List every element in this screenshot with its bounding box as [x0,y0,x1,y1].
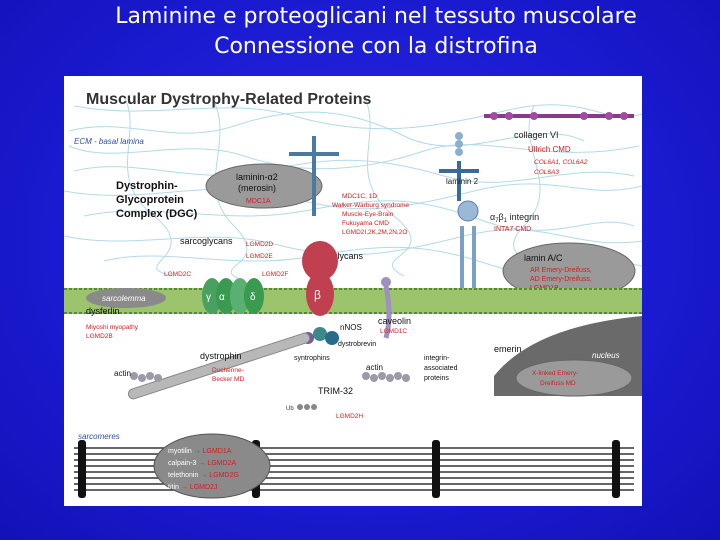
laminin-a2-bubble [205,163,323,209]
trim32-label: TRIM-32 [318,386,353,396]
collagen-vi-shape [484,112,634,120]
integrin-disease: INTA7 CMD [494,226,531,233]
dysferlin-label: dysferlin [86,306,120,316]
collagen-vi-label: collagen VI [514,130,559,140]
dgc-line-1: Dystrophin- [116,180,178,192]
sg-disease-f: LGMD2F [262,271,288,278]
laminin-2-label: laminin 2 [446,177,479,186]
ecm-label: ECM - basal lamina [74,137,144,146]
integrin-label: α7β1 integrin [490,212,539,224]
dystrophy-figure: Muscular Dystrophy-Related Proteins ECM … [64,76,642,506]
caveolin-label: caveolin [378,316,411,326]
dystrophin-label: dystrophin [200,351,242,361]
syntrophins-label: syntrophins [294,355,330,362]
dg-disease-2: Muscle-Eye-Brain [342,211,394,218]
sarcoglycan-complex [202,278,264,314]
collagen-disease: Ullrich CMD [528,145,571,154]
dystroglycan-complex [302,241,338,316]
actin-mid-label: actin [366,363,383,372]
xlinked-bubble [515,359,633,397]
dystrophin-disease-1: Duchenne- [212,367,244,374]
emerin-label: emerin [494,344,522,354]
dystrophin-disease-2: Becker MD [212,376,244,383]
caveolin-shape [381,277,392,339]
ubiquitin-chain [297,404,317,410]
figure-heading: Muscular Dystrophy-Related Proteins [86,91,372,108]
integrin-shape [457,200,479,301]
sarcolemma-label: sarcolemma [102,294,146,303]
dgc-line-3: Complex (DGC) [116,208,198,220]
actin-filament-left [130,372,162,382]
sarcomere-protein-3: titin → LGMD2J [168,484,217,491]
dystroglycan-diseases: MDC1C, 1D Walker-Warburg syndrome Muscle… [332,193,410,236]
sg-disease-c: LGMD2C [164,271,191,278]
lamin-disease-1: AR Emery-Dreifuss, [530,267,592,274]
integrin-assoc-2: associated [424,365,458,372]
ecm-basal-lamina-texture [64,95,642,282]
sarcomere-protein-1: calpain-3 → LGMD2A [168,460,236,467]
sarcomeres-label: sarcomeres [78,432,120,441]
integrin-assoc-1: integrin- [424,355,450,362]
dystrophin-rod [127,332,311,400]
dgc-line-2: Glycoprotein [116,194,184,206]
laminin-2-shape [439,132,479,201]
sarcomere-protein-2: telethonin → LGMD2G [168,472,239,479]
sg-gamma: γ [206,292,211,303]
sarcolemma-bubble [86,288,166,308]
nucleus-label: nucleus [592,351,620,360]
slide-title: Laminine e proteoglicani nel tessuto mus… [0,2,720,62]
collagen-genes-1: COL6A1, COL6A2 [534,159,588,166]
sg-disease-d: LGMD2D [246,241,273,248]
xlinked-2: Dreifuss MD [540,380,576,387]
sarcoglycans-label: sarcoglycans [180,236,233,246]
dg-disease-1: Walker-Warburg syndrome [332,202,410,209]
lamin-label: lamin A/C [524,253,563,263]
dg-disease-4: LGMD2I,2K,2M,2N,2O [342,229,407,236]
laminin-a2-disease: MDC1A [246,198,271,205]
dg-disease-0: MDC1C, 1D [342,193,377,200]
laminin-a2-name-2: (merosin) [238,183,276,193]
trim32-disease: LGMD2H [336,413,363,420]
sarcomere-protein-list: myotilin → LGMD1A calpain-3 → LGMD2A tel… [168,448,239,491]
sg-delta: δ [250,292,256,303]
trim32-ub: Ub [286,406,294,412]
dg-disease-3: Fukuyama CMD [342,220,389,227]
slide-title-line-1: Laminine e proteoglicani nel tessuto mus… [115,4,637,29]
slide-title-line-2: Connessione con la distrofina [214,34,538,59]
collagen-genes-2: COL6A3 [534,169,559,176]
laminin-a2-name: laminin-α2 [236,172,278,182]
nnos-label: nNOS [340,323,362,332]
sg-disease-e: LGMD2E [246,253,273,260]
figure-svg: Muscular Dystrophy-Related Proteins ECM … [64,91,642,499]
dysferlin-disease-2: LGMD2B [86,333,113,340]
caveolin-disease: LGMD1C [380,328,407,335]
actin-filament-mid [362,372,410,382]
integrin-assoc-3: proteins [424,375,449,382]
beta-dystroglycan: β [314,288,321,302]
laminin-a2-shape [289,136,339,216]
sarcomere-protein-0: myotilin → LGMD1A [168,448,232,455]
dysferlin-disease-1: Miyoshi myopathy [86,324,139,331]
actin-left-label: actin [114,369,131,378]
lamin-disease-2: AD Emery-Dreifuss, [530,276,592,283]
sg-alpha: α [219,292,225,303]
xlinked-1: X-linked Emery- [532,370,578,377]
dystrobrevin-label: dystrobrevin [338,341,376,348]
sarcomere-protein-bubble [153,433,271,499]
